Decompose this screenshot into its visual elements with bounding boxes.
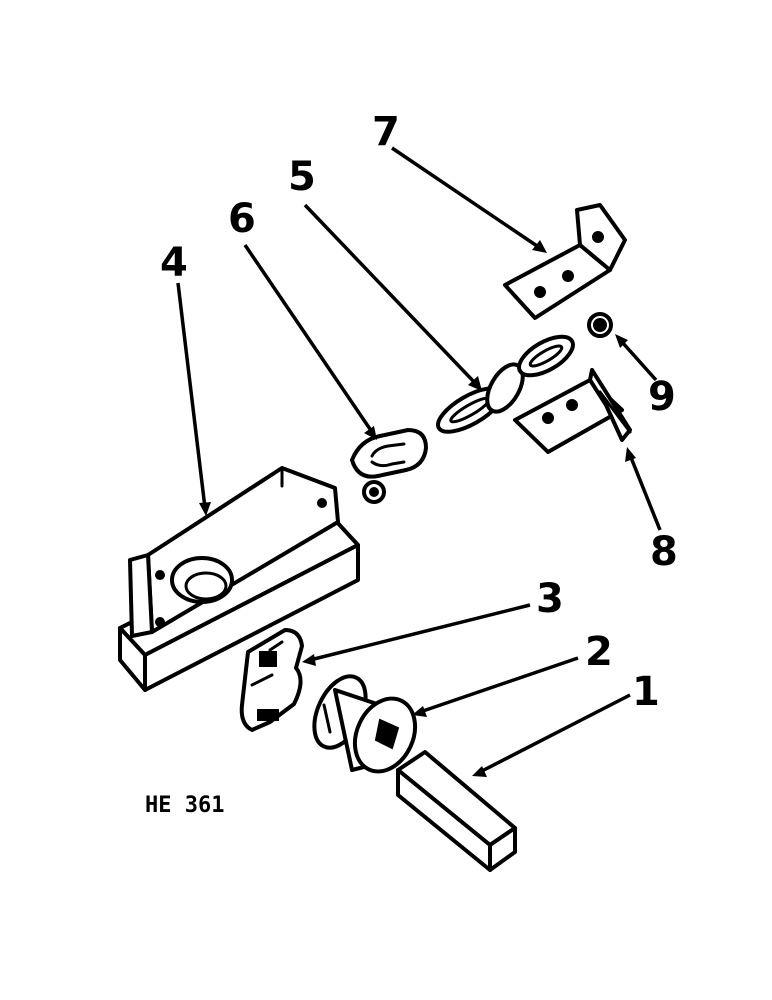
leader-1-arrowhead <box>472 766 487 777</box>
part-2-bushing <box>312 674 418 774</box>
leader-3-arrowhead <box>302 654 316 666</box>
leader-5 <box>303 203 478 386</box>
leader-7 <box>391 146 541 250</box>
leader-3 <box>309 603 531 662</box>
part-3-cam <box>239 628 304 732</box>
leader-1 <box>479 693 631 774</box>
leader-2-arrowhead <box>412 706 427 717</box>
leader-lines <box>176 146 662 777</box>
callout-3: 3 <box>536 576 564 622</box>
callout-8: 8 <box>650 529 678 575</box>
leader-5-arrowhead <box>468 376 482 391</box>
callout-9: 9 <box>648 374 676 420</box>
leader-2 <box>419 656 579 714</box>
part-9-nut <box>587 312 613 338</box>
leader-7-arrowhead <box>532 240 547 253</box>
part-7-angle-bracket <box>503 203 627 320</box>
callout-5: 5 <box>288 154 316 200</box>
callout-2: 2 <box>585 629 613 675</box>
part-5-chain <box>436 334 575 434</box>
leader-9 <box>620 340 658 382</box>
part-4-latch-bracket <box>118 466 360 692</box>
leader-6-arrowhead <box>364 426 377 440</box>
callout-4: 4 <box>160 240 188 286</box>
callout-6: 6 <box>228 196 256 242</box>
leader-8-arrowhead <box>625 447 636 462</box>
part-6-clevis <box>350 428 428 504</box>
leader-9-arrowhead <box>615 334 628 348</box>
leader-4 <box>176 282 207 509</box>
leader-8 <box>628 454 662 531</box>
part-8-angle-bracket <box>513 368 632 454</box>
figure-id: HE 361 <box>145 793 224 818</box>
callout-1: 1 <box>632 669 660 715</box>
part-1-square-bar <box>396 750 517 872</box>
leader-4-arrowhead <box>199 502 211 516</box>
callout-labels: 7 5 6 4 9 8 3 2 1 <box>160 109 678 715</box>
leader-6 <box>243 244 374 433</box>
callout-7: 7 <box>372 109 400 155</box>
